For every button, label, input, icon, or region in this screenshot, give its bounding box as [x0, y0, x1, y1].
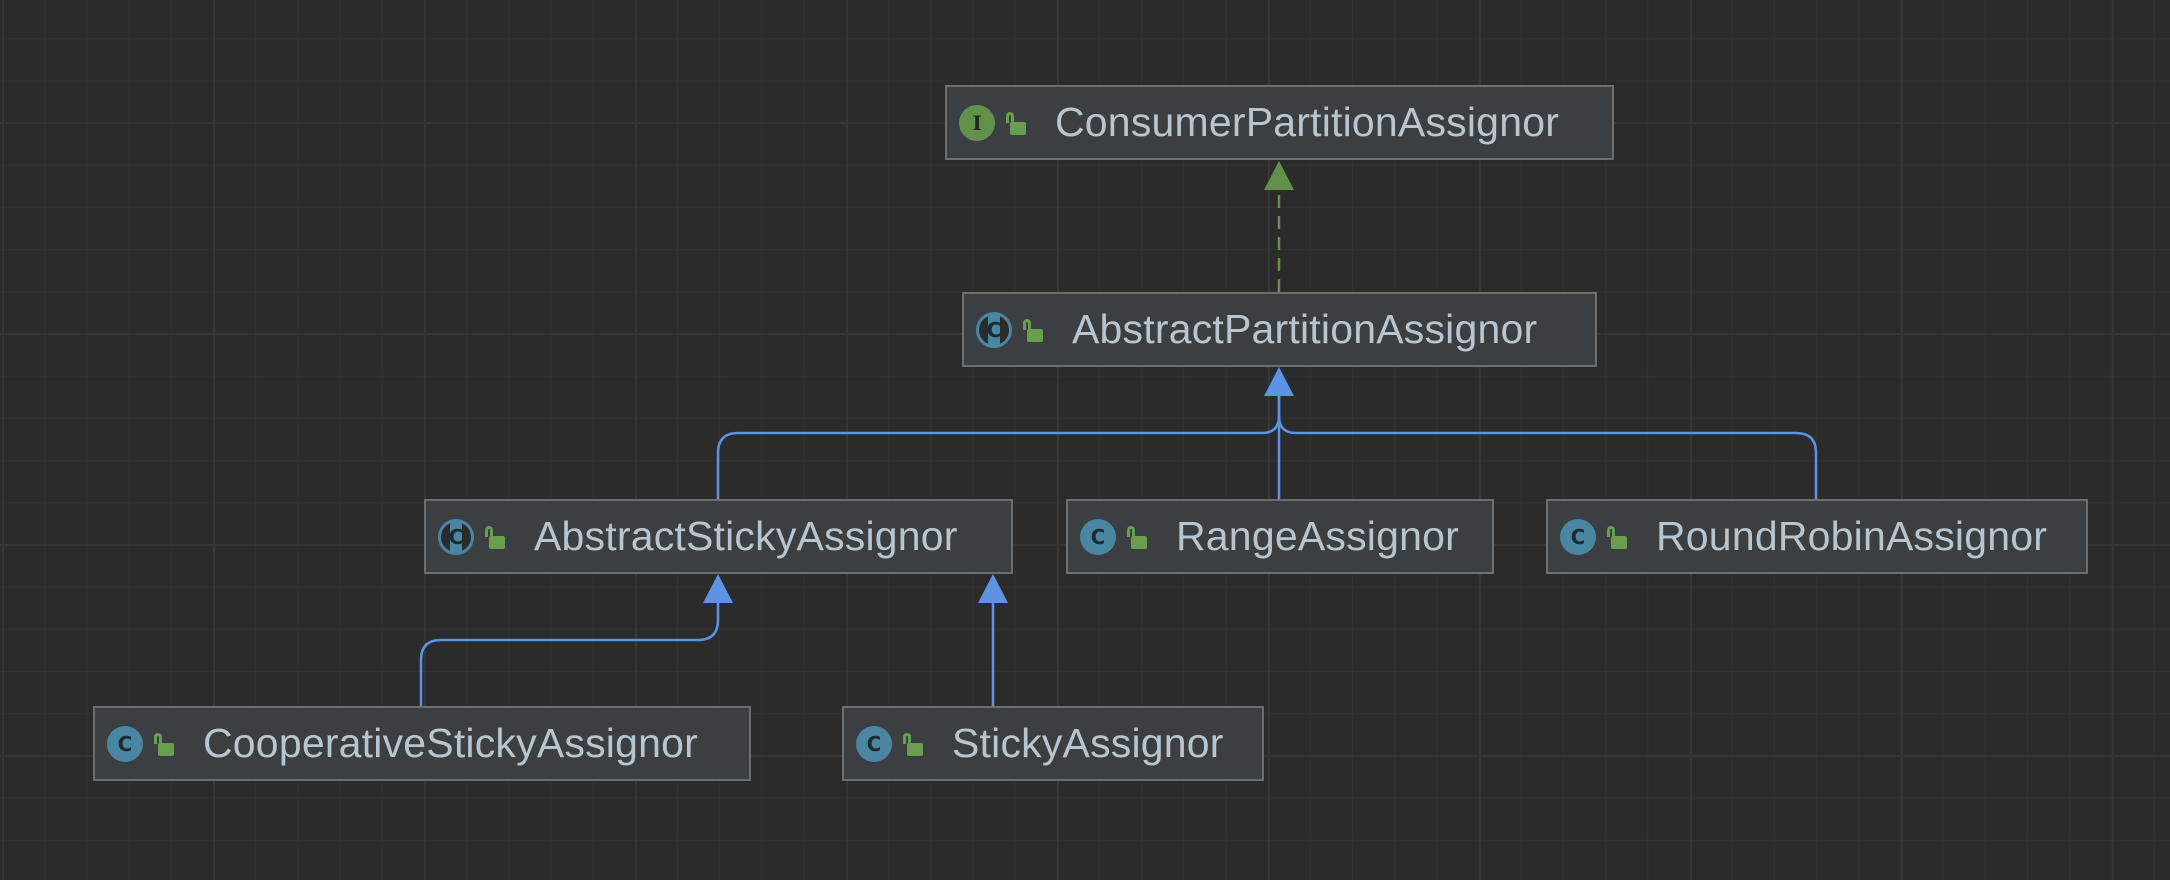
class-icon: C: [1560, 518, 1596, 555]
extends-arrowhead-abstract-sticky-right: [978, 574, 1008, 603]
node-label: CooperativeStickyAssignor: [203, 720, 698, 766]
extends-edge-round-robin: [1277, 415, 1818, 499]
class-icon: C: [107, 725, 143, 762]
node-label: AbstractPartitionAssignor: [1072, 306, 1538, 352]
class-icon: C: [856, 725, 892, 762]
node-range-assignor[interactable]: C RangeAssignor: [1066, 499, 1494, 574]
public-lock-icon: [902, 732, 924, 756]
abstract-class-icon: C: [438, 518, 474, 555]
node-round-robin-assignor[interactable]: C RoundRobinAssignor: [1546, 499, 2088, 574]
node-label: AbstractStickyAssignor: [534, 513, 958, 559]
node-cooperative-sticky-assignor[interactable]: C CooperativeStickyAssignor: [93, 706, 751, 781]
node-label: StickyAssignor: [952, 720, 1224, 766]
extends-arrowhead-abstract-sticky-left: [703, 574, 733, 603]
abstract-class-icon: C: [976, 311, 1012, 348]
node-label: ConsumerPartitionAssignor: [1055, 99, 1560, 145]
implements-arrowhead: [1264, 161, 1294, 190]
public-lock-icon: [1022, 318, 1044, 342]
public-lock-icon: [484, 525, 506, 549]
node-sticky-assignor[interactable]: C StickyAssignor: [842, 706, 1264, 781]
extends-edge-cooperative-sticky: [419, 602, 720, 706]
node-consumer-partition-assignor[interactable]: I ConsumerPartitionAssignor: [945, 85, 1614, 160]
public-lock-icon: [153, 732, 175, 756]
class-icon: C: [1080, 518, 1116, 555]
public-lock-icon: [1005, 111, 1027, 135]
extends-edge-abstract-sticky: [716, 395, 1281, 499]
interface-icon: I: [959, 104, 995, 141]
node-abstract-partition-assignor[interactable]: C AbstractPartitionAssignor: [962, 292, 1597, 367]
public-lock-icon: [1606, 525, 1628, 549]
extends-arrowhead-abstract-partition: [1264, 367, 1294, 396]
public-lock-icon: [1126, 525, 1148, 549]
node-label: RangeAssignor: [1176, 513, 1459, 559]
node-label: RoundRobinAssignor: [1656, 513, 2048, 559]
node-abstract-sticky-assignor[interactable]: C AbstractStickyAssignor: [424, 499, 1013, 574]
